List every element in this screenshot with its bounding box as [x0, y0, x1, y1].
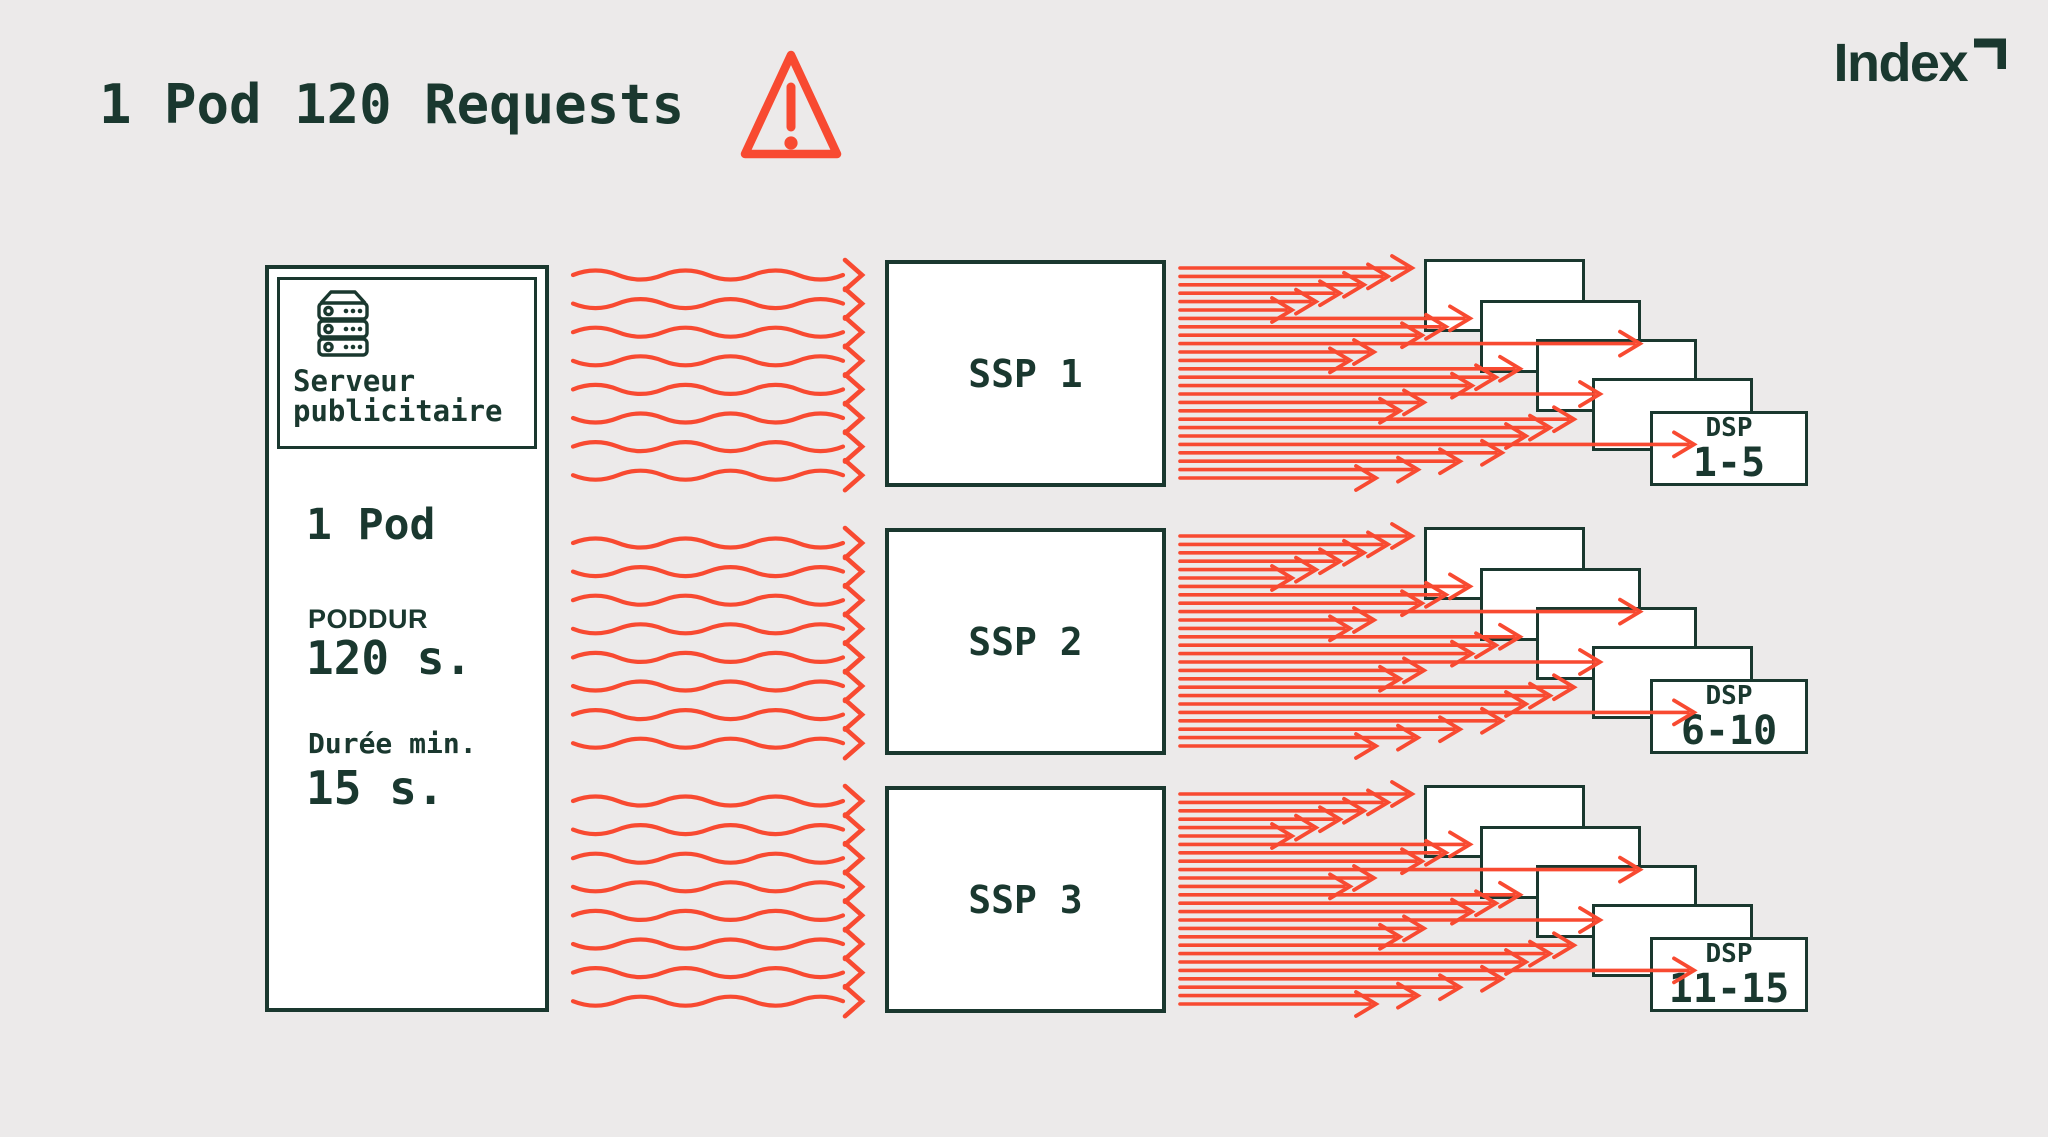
brand-logo: Index	[1833, 36, 2006, 90]
ssp-box-3: SSP 3	[885, 786, 1166, 1013]
page-title: 1 Pod 120 Requests	[99, 73, 685, 136]
ssp-1-label: SSP 1	[968, 351, 1083, 396]
brand-corner-arrow-icon	[1974, 38, 2006, 69]
poddur-value: 120 s.	[306, 631, 473, 685]
ssp-box-1: SSP 1	[885, 260, 1166, 487]
dsp-11-15-title: DSP	[1705, 938, 1753, 969]
ssp-3-label: SSP 3	[968, 877, 1083, 922]
min-duration-value: 15 s.	[306, 761, 445, 815]
poddur-label: PODDUR	[308, 604, 429, 634]
ad-server-name: Serveur publicitaire	[293, 366, 503, 426]
ad-server-name-line1: Serveur	[293, 364, 416, 398]
ad-server-name-line2: publicitaire	[293, 394, 503, 428]
server-rack-icon	[317, 290, 369, 357]
ssp-box-2: SSP 2	[885, 528, 1166, 755]
dsp-1-5-range: 1-5	[1692, 439, 1766, 486]
min-duration-label: Durée min.	[308, 727, 477, 760]
pod-count-label: 1 Pod	[306, 500, 436, 550]
ssp-2-label: SSP 2	[968, 619, 1083, 664]
brand-wordmark: Index	[1833, 33, 1968, 93]
ad-server-label-box: Serveur publicitaire	[277, 277, 537, 449]
ad-server-box: Serveur publicitaire	[265, 265, 549, 1012]
dsp-6-10-title: DSP	[1705, 680, 1753, 711]
dsp-1-5-title: DSP	[1705, 412, 1753, 443]
warning-triangle-icon	[740, 50, 842, 159]
